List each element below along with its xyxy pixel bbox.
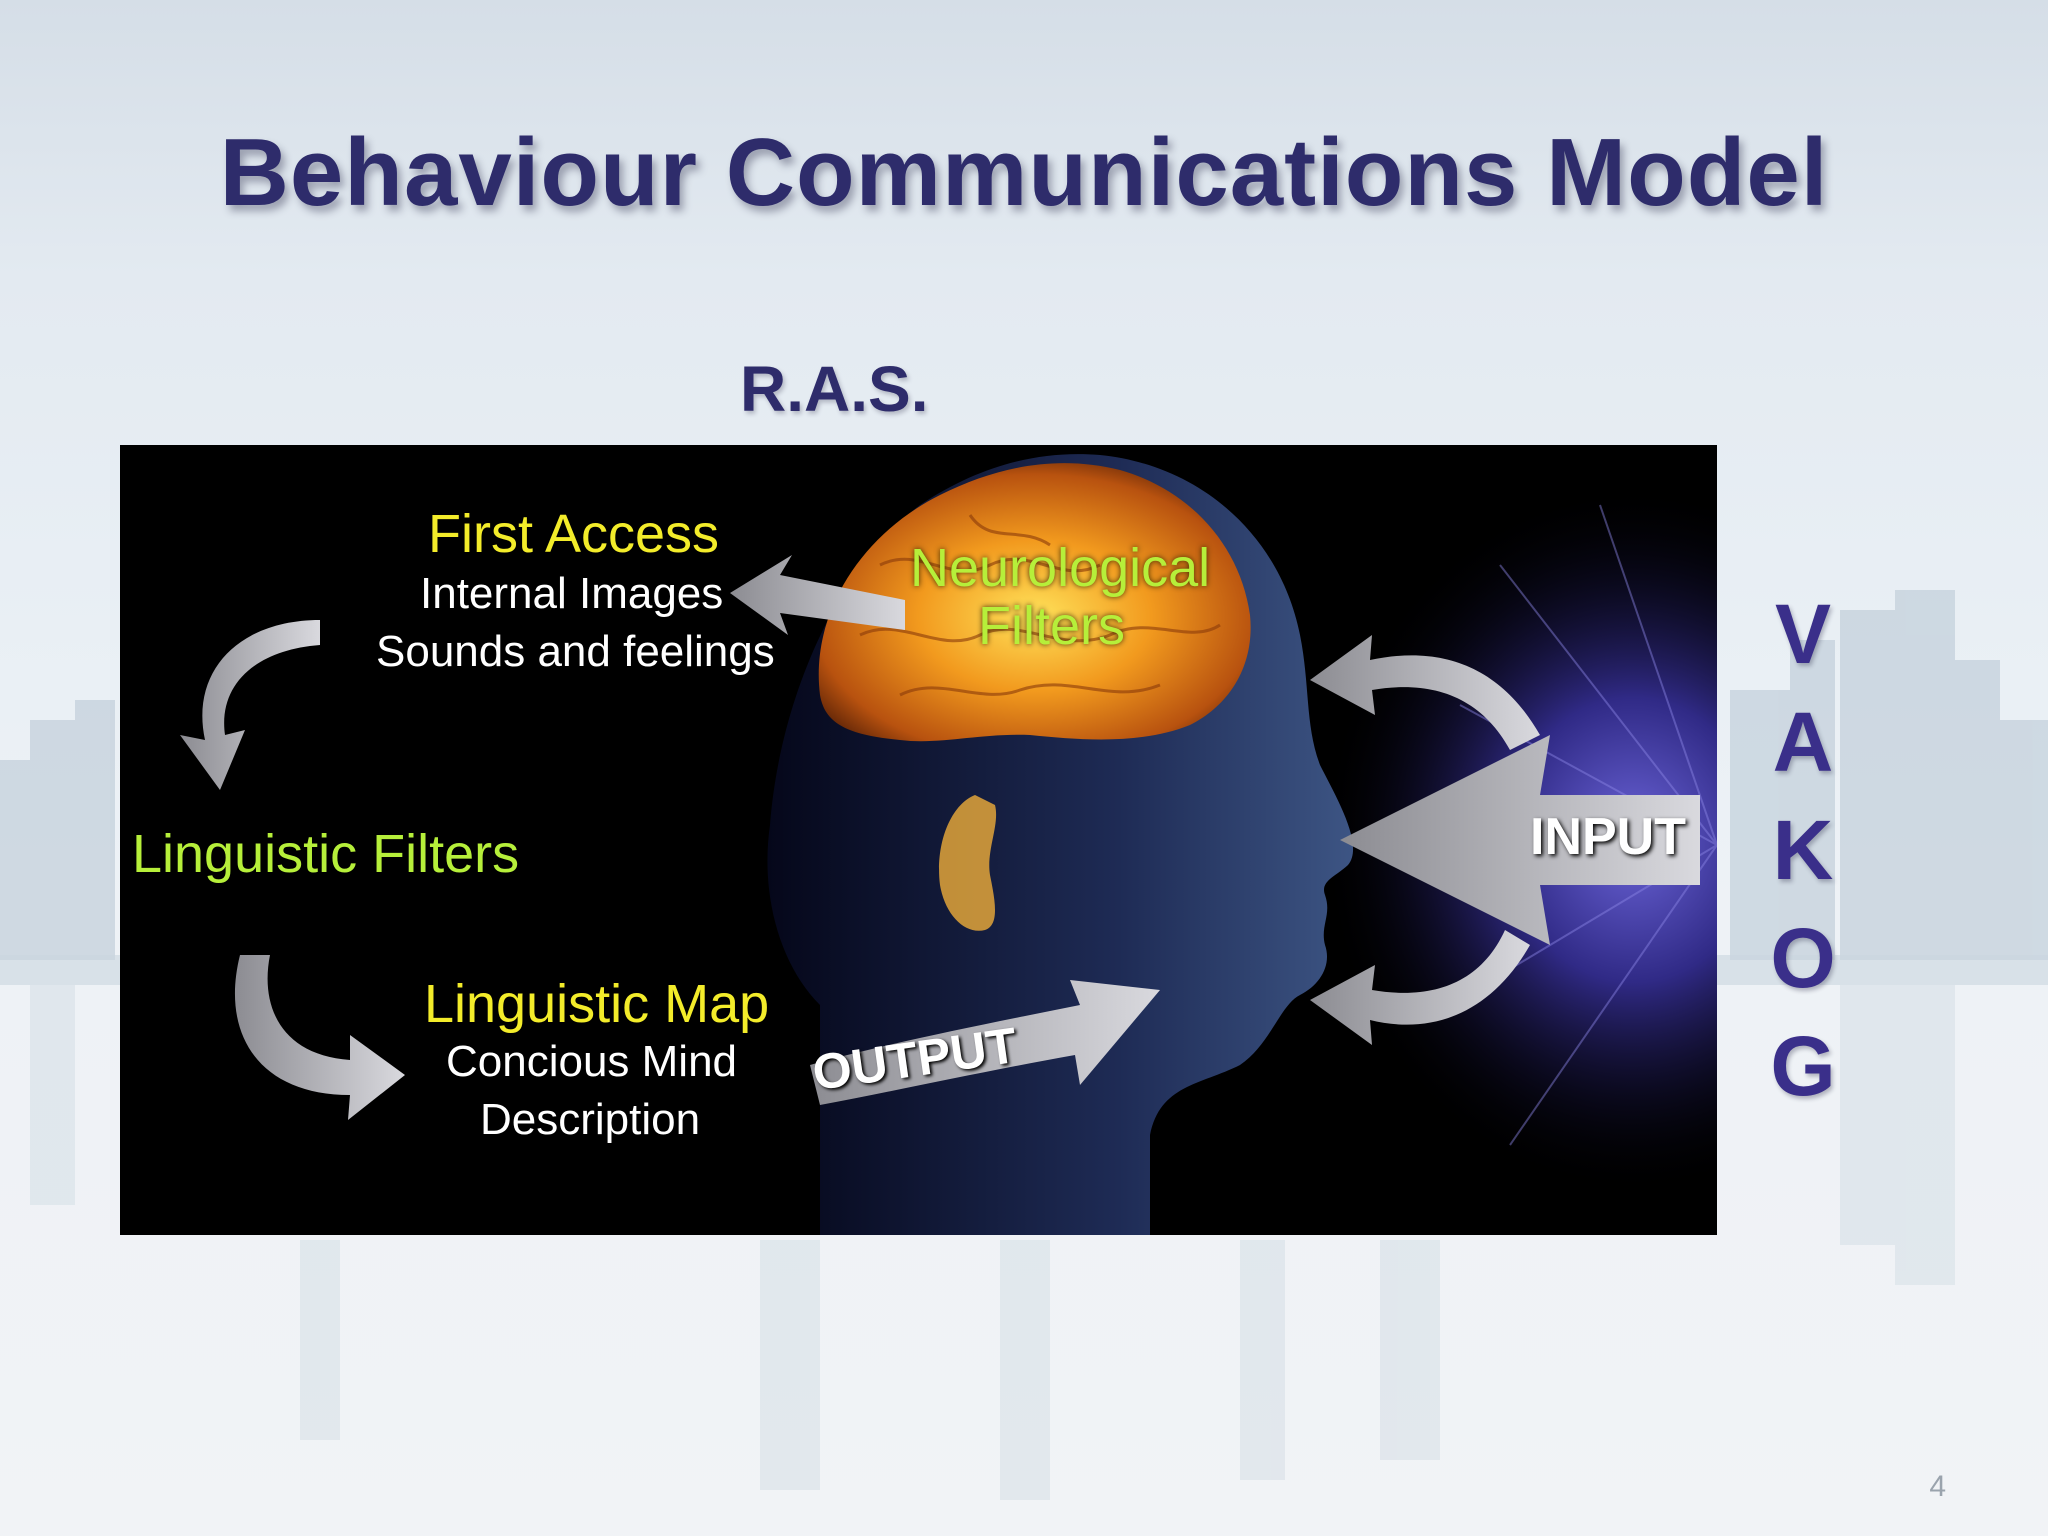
sounds-feelings-label: Sounds and feelings [376,627,775,676]
diagram-artwork [120,445,1717,1235]
ras-label: R.A.S. [740,353,929,425]
internal-images-label: Internal Images [420,569,724,618]
neurological-label: Neurological [910,538,1211,598]
vakog-letter: V [1774,587,1832,681]
vakog-letter: G [1770,1019,1836,1113]
slide-title: Behaviour Communications Model [219,119,1829,226]
behaviour-diagram: First Access Internal Images Sounds and … [120,445,1717,1235]
input-label: INPUT [1530,808,1686,866]
brain [818,463,1251,742]
vakog-list: V A K O G [1760,580,1846,1120]
first-access-label: First Access [428,504,720,564]
vakog-letter: K [1772,803,1834,897]
page-number: 4 [1929,1470,1946,1503]
linguistic-filters-label: Linguistic Filters [132,824,520,884]
concious-mind-label: Concious Mind [446,1037,738,1086]
description-label: Description [480,1095,701,1144]
linguistic-map-label: Linguistic Map [424,974,770,1034]
vakog-letter: O [1770,911,1836,1005]
vakog-letter: A [1772,695,1834,789]
filters-label: Filters [978,596,1125,656]
